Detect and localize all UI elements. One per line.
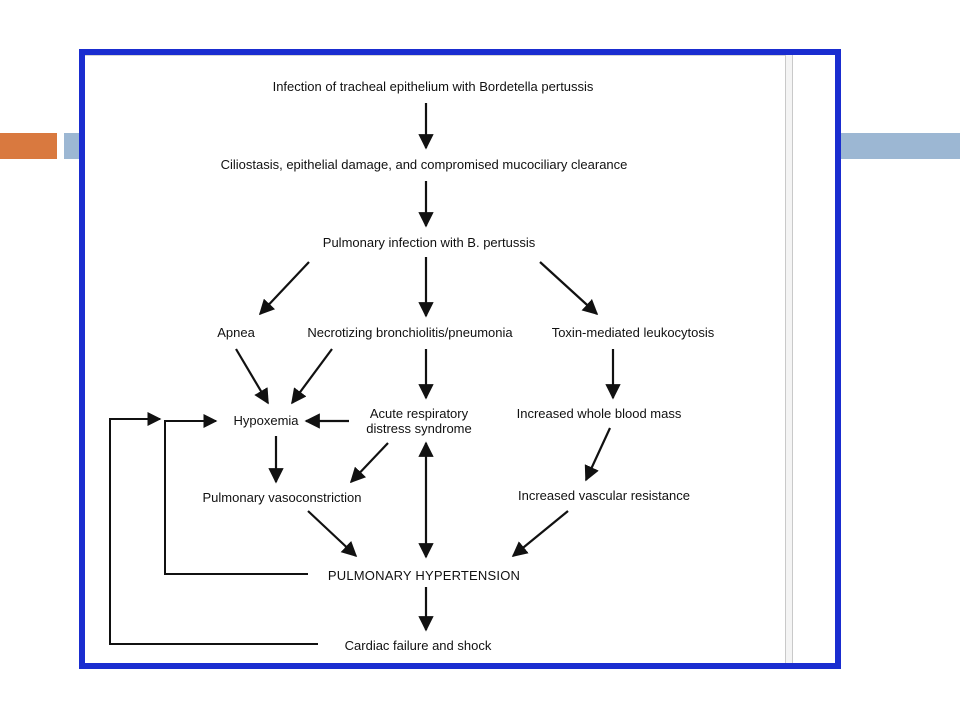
edge-pulmonary-infection-to-toxin xyxy=(539,261,599,316)
feedback-pulmonary-hypertension-to-hypoxemia xyxy=(164,414,308,575)
node-vascular-resistance: Increased vascular resistance xyxy=(518,488,690,503)
feedback-cardiac-failure-to-hypoxemia xyxy=(109,412,318,645)
edge-necrotizing-to-hypoxemia xyxy=(291,348,333,405)
node-necrotizing: Necrotizing bronchiolitis/pneumonia xyxy=(307,325,513,340)
node-pulmonary-infection: Pulmonary infection with B. pertussis xyxy=(323,235,536,250)
diagram-frame xyxy=(79,49,841,669)
scrollbar[interactable] xyxy=(785,55,793,663)
node-toxin: Toxin-mediated leukocytosis xyxy=(552,325,715,340)
edge-apnea-to-hypoxemia xyxy=(235,348,269,405)
edge-pulmonary-infection-to-apnea xyxy=(258,261,310,316)
edge-vasoconstriction-to-pulmonary-hypertension xyxy=(307,510,358,558)
node-pulmonary-hypertension: PULMONARY HYPERTENSION xyxy=(328,568,520,583)
node-cardiac-failure: Cardiac failure and shock xyxy=(345,638,492,653)
edge-whole-blood-to-vascular-resistance xyxy=(584,427,611,482)
edge-ards-to-vasoconstriction xyxy=(349,442,389,484)
node-hypoxemia: Hypoxemia xyxy=(233,413,299,428)
image-top-edge xyxy=(85,55,785,56)
node-apnea: Apnea xyxy=(217,325,255,340)
node-ards-line1: Acute respiratory xyxy=(370,406,469,421)
node-ards-line2: distress syndrome xyxy=(366,421,471,436)
edge-vascular-resistance-to-pulmonary-hypertension xyxy=(511,510,569,557)
accent-bar-blue-left xyxy=(64,133,81,159)
accent-bar-blue-right xyxy=(838,133,960,159)
node-whole-blood: Increased whole blood mass xyxy=(517,406,682,421)
node-vasoconstriction: Pulmonary vasoconstriction xyxy=(203,490,362,505)
accent-bar-orange xyxy=(0,133,57,159)
node-ciliostasis: Ciliostasis, epithelial damage, and comp… xyxy=(221,157,628,172)
node-infection-tracheal: Infection of tracheal epithelium with Bo… xyxy=(273,79,594,94)
